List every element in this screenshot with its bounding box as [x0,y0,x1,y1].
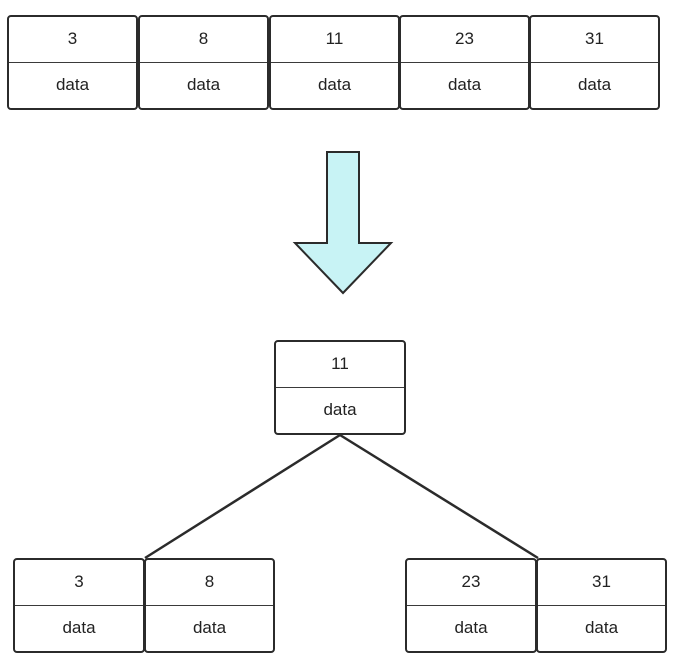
top-row-cell: 3 data [7,15,138,110]
cell-value: data [577,75,612,95]
cell-value: data [62,618,96,638]
cell-value: data [447,75,482,95]
cell-value: data [317,75,352,95]
cell-value: data [192,618,227,638]
left-child-cell: 8 data [144,558,275,653]
top-row-cell: 31 data [529,15,660,110]
cell-key: 31 [531,17,658,63]
down-arrow-icon [292,151,394,295]
right-child-cell: 23 data [405,558,537,653]
cell-value: data [454,618,488,638]
cell-key: 8 [140,17,267,63]
top-row-cell: 11 data [269,15,400,110]
cell-key: 11 [276,342,404,388]
edge-root-to-right-child [339,433,539,560]
root-node: 11 data [274,340,406,435]
cell-key: 31 [538,560,665,606]
top-row-cell: 8 data [138,15,269,110]
cell-key: 8 [146,560,273,606]
cell-key: 11 [271,17,398,63]
cell-value: data [323,400,357,420]
edge-root-to-left-child [144,433,341,560]
cell-key: 3 [9,17,136,63]
cell-value: data [55,75,90,95]
cell-value: data [186,75,221,95]
right-child-cell: 31 data [536,558,667,653]
top-row-cell: 23 data [399,15,530,110]
cell-value: data [584,618,619,638]
cell-key: 23 [407,560,535,606]
cell-key: 3 [15,560,143,606]
cell-key: 23 [401,17,528,63]
left-child-cell: 3 data [13,558,145,653]
